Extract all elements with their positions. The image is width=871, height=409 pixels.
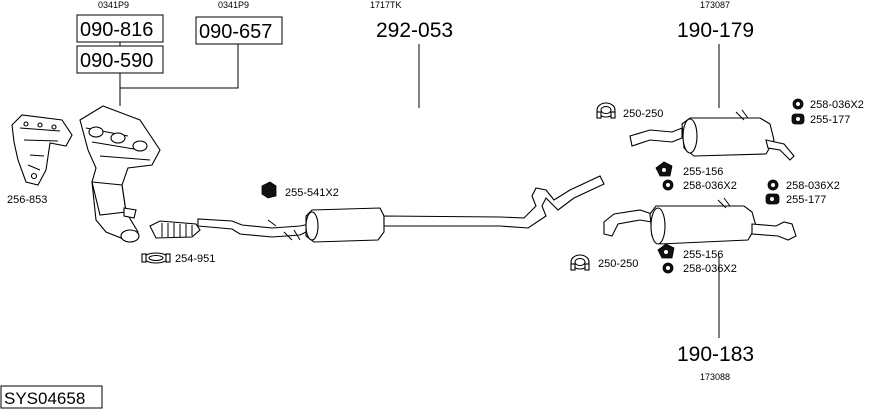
code-rear-bottom: 173088 xyxy=(700,372,730,382)
system-code: SYS04658 xyxy=(4,389,85,408)
box-090-816 xyxy=(76,14,164,43)
rubber-mount-bottom-c-icon[interactable] xyxy=(662,262,674,274)
box-090-657 xyxy=(195,16,283,45)
code-cat-left: 0341P9 xyxy=(98,0,129,10)
label-clamp-bottom[interactable]: 250-250 xyxy=(598,258,638,270)
middle-silencer[interactable] xyxy=(305,175,605,243)
front-pipe[interactable] xyxy=(149,218,311,241)
part-190-183[interactable]: 190-183 xyxy=(677,343,754,366)
label-hanger-bottom[interactable]: 255-156 xyxy=(683,249,723,261)
label-rubber-top-a[interactable]: 258-036X2 xyxy=(810,99,864,111)
label-hanger-mid[interactable]: 255-541X2 xyxy=(285,187,339,199)
rubber-mount-top-b-icon[interactable] xyxy=(791,113,805,125)
label-clamp-front[interactable]: 254-951 xyxy=(175,253,215,265)
label-clamp-top[interactable]: 250-250 xyxy=(623,108,663,120)
part-090-657[interactable]: 090-657 xyxy=(199,21,272,43)
hanger-top-icon[interactable] xyxy=(655,161,673,177)
rear-silencer-top[interactable] xyxy=(629,109,795,161)
label-rubber-top-c[interactable]: 258-036X2 xyxy=(683,180,737,192)
part-190-179[interactable]: 190-179 xyxy=(677,19,754,42)
hanger-mid-icon[interactable] xyxy=(261,181,277,199)
label-manifold[interactable]: 256-853 xyxy=(7,194,47,206)
clamp-front-icon[interactable] xyxy=(141,252,171,264)
catalytic-converter[interactable] xyxy=(79,105,161,243)
system-code-box xyxy=(0,385,103,409)
hanger-bottom-icon[interactable] xyxy=(657,243,675,259)
rubber-mount-bottom-b-icon[interactable] xyxy=(765,193,780,205)
rubber-mount-top-a-icon[interactable] xyxy=(792,98,804,110)
label-rubber-bottom-c[interactable]: 258-036X2 xyxy=(683,263,737,275)
code-rear-top: 173087 xyxy=(700,0,730,10)
rear-silencer-bottom[interactable] xyxy=(603,197,797,245)
part-090-590[interactable]: 090-590 xyxy=(80,50,153,72)
part-292-053[interactable]: 292-053 xyxy=(376,19,453,42)
leader-cat-right xyxy=(120,44,239,89)
label-hanger-top[interactable]: 255-156 xyxy=(683,166,723,178)
box-090-590 xyxy=(76,45,164,74)
manifold-part[interactable] xyxy=(11,114,73,186)
rubber-mount-bottom-a-icon[interactable] xyxy=(767,179,779,191)
label-rubber-bottom-a[interactable]: 258-036X2 xyxy=(786,180,840,192)
label-rubber-top-b[interactable]: 255-177 xyxy=(810,114,850,126)
label-rubber-bottom-b[interactable]: 255-177 xyxy=(786,194,826,206)
clamp-bottom-icon[interactable] xyxy=(570,254,590,271)
rubber-mount-top-c-icon[interactable] xyxy=(662,179,674,191)
code-cat-right: 0341P9 xyxy=(218,0,249,10)
code-middle: 1717TK xyxy=(370,0,402,10)
part-090-816[interactable]: 090-816 xyxy=(80,19,153,41)
clamp-top-icon[interactable] xyxy=(596,102,616,119)
